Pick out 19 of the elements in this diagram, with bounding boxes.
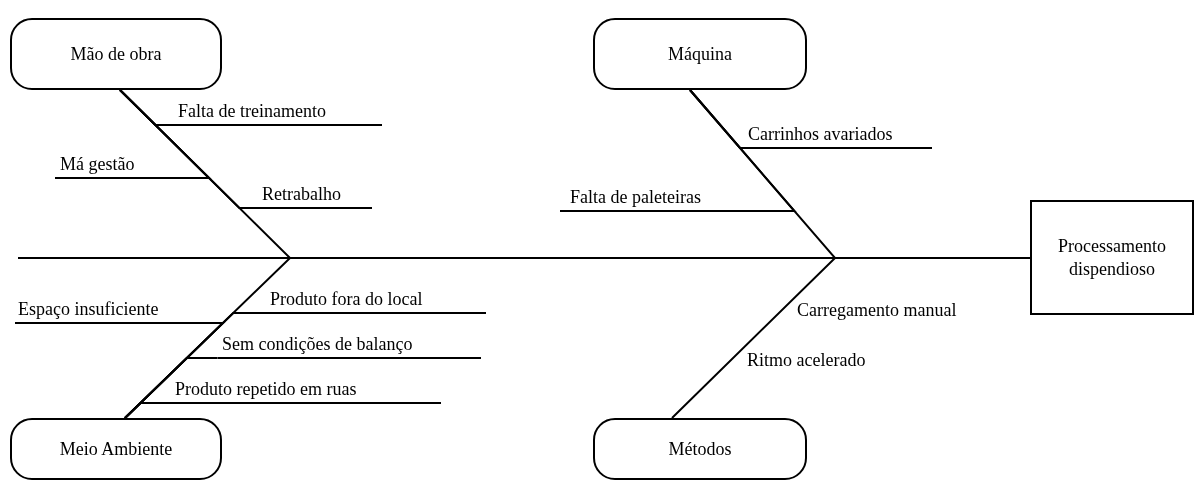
cause-label: Falta de paleteiras <box>560 186 768 212</box>
cause-label: Produto fora do local <box>264 288 486 314</box>
cause-label: Falta de treinamento <box>159 100 382 126</box>
category-box: Meio Ambiente <box>10 418 222 480</box>
bone-line <box>124 402 173 419</box>
cause-label: Produto repetido em ruas <box>171 378 441 404</box>
bone-line <box>689 89 797 212</box>
cause-text: Carregamento manual <box>797 300 957 321</box>
category-box: Máquina <box>593 18 807 90</box>
cause-label: Carrinhos avariados <box>744 123 932 149</box>
category-box: Mão de obra <box>10 18 222 90</box>
bone-line <box>119 89 245 209</box>
cause-label: Má gestão <box>55 153 179 179</box>
cause-label: Espaço insuficiente <box>15 298 219 324</box>
effect-box: Processamento dispendioso <box>1030 200 1194 315</box>
cause-text: Ritmo acelerado <box>747 350 866 371</box>
cause-label: Retrabalho <box>243 183 372 209</box>
category-box: Métodos <box>593 418 807 480</box>
cause-label: Sem condições de balanço <box>217 333 481 359</box>
